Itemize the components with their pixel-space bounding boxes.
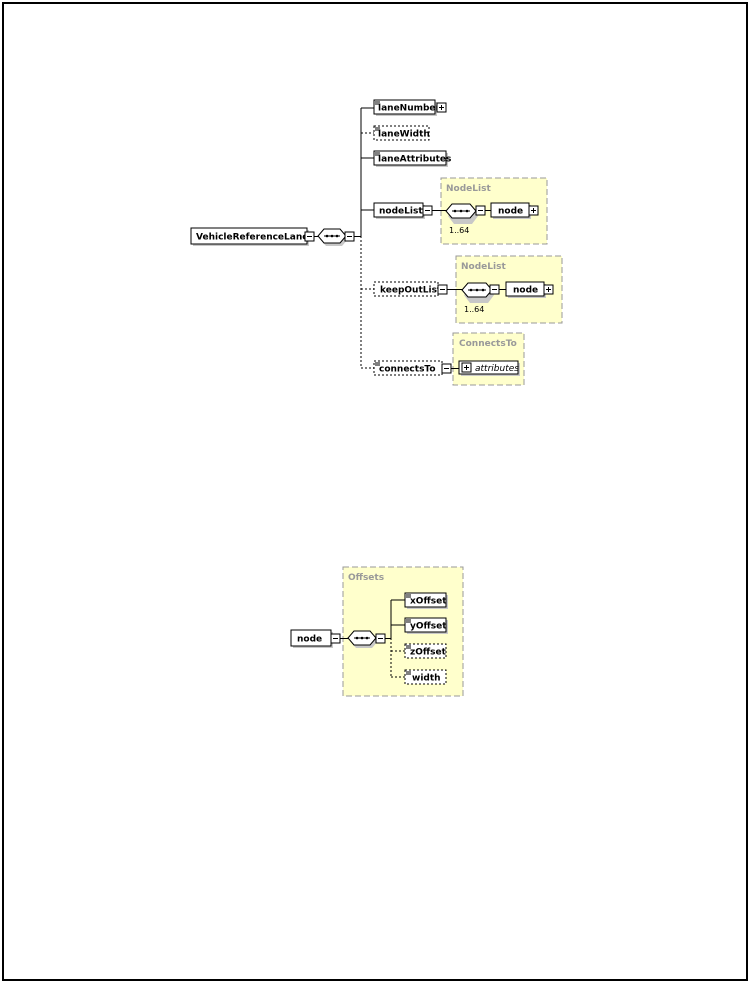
expand-toggle-attributes[interactable] xyxy=(461,362,472,373)
element-keep-out-list: keepOutList xyxy=(380,286,442,296)
group-label-offsets: Offsets xyxy=(348,573,384,583)
expand-toggle-node-nodelist[interactable] xyxy=(528,205,539,216)
element-y-offset: yOffset xyxy=(410,622,447,632)
multiplicity-nodelist: 1..64 xyxy=(449,226,469,235)
element-node-nodelist: node xyxy=(498,207,523,217)
group-label-keepout-nodelist: NodeList xyxy=(461,262,506,272)
element-lane-width: laneWidth xyxy=(378,130,430,140)
collapse-toggle-keepout-sequence[interactable] xyxy=(489,284,500,295)
collapse-toggle-node-root[interactable] xyxy=(330,633,341,644)
diagram-node-offsets: Offsets node xOffset yOffset xyxy=(290,566,464,697)
element-z-offset: zOffset xyxy=(410,648,447,658)
collapse-toggle-sequence[interactable] xyxy=(344,231,355,242)
collapse-toggle-nodelist-sequence[interactable] xyxy=(475,205,486,216)
element-x-offset: xOffset xyxy=(410,597,447,607)
group-label-nodelist: NodeList xyxy=(446,184,491,194)
expand-toggle-lane-number[interactable] xyxy=(436,102,447,113)
collapse-toggle-keep-out-list[interactable] xyxy=(437,284,448,295)
sequence-compositor-offsets-icon xyxy=(347,630,378,648)
group-box-connectsto xyxy=(452,332,525,386)
root-element-vehicle-reference-lane: VehicleReferenceLane xyxy=(196,233,308,243)
diagram-vehicle-reference-lane: NodeList NodeList ConnectsTo VehicleRefe… xyxy=(190,99,563,386)
element-node-keepout: node xyxy=(513,286,538,296)
expand-toggle-node-keepout[interactable] xyxy=(543,284,554,295)
root-element-node: node xyxy=(297,635,322,645)
element-lane-attributes: laneAttributes xyxy=(378,155,451,165)
element-node-list: nodeList xyxy=(379,207,423,217)
attributes-label: attributes xyxy=(475,364,519,374)
group-label-connectsto: ConnectsTo xyxy=(459,339,517,349)
sequence-compositor-nodelist-icon xyxy=(445,203,478,224)
sequence-compositor-keepout-icon xyxy=(461,282,494,303)
sequence-compositor-icon xyxy=(317,228,348,246)
element-lane-number: laneNumber xyxy=(378,104,441,114)
collapse-toggle-offsets-sequence[interactable] xyxy=(375,633,386,644)
element-connects-to: connectsTo xyxy=(379,365,436,375)
collapse-toggle-connects-to[interactable] xyxy=(441,363,452,374)
collapse-toggle-node-list[interactable] xyxy=(422,205,433,216)
element-width: width xyxy=(412,674,441,684)
collapse-toggle-root[interactable] xyxy=(304,231,315,242)
multiplicity-keepout: 1..64 xyxy=(464,305,484,314)
